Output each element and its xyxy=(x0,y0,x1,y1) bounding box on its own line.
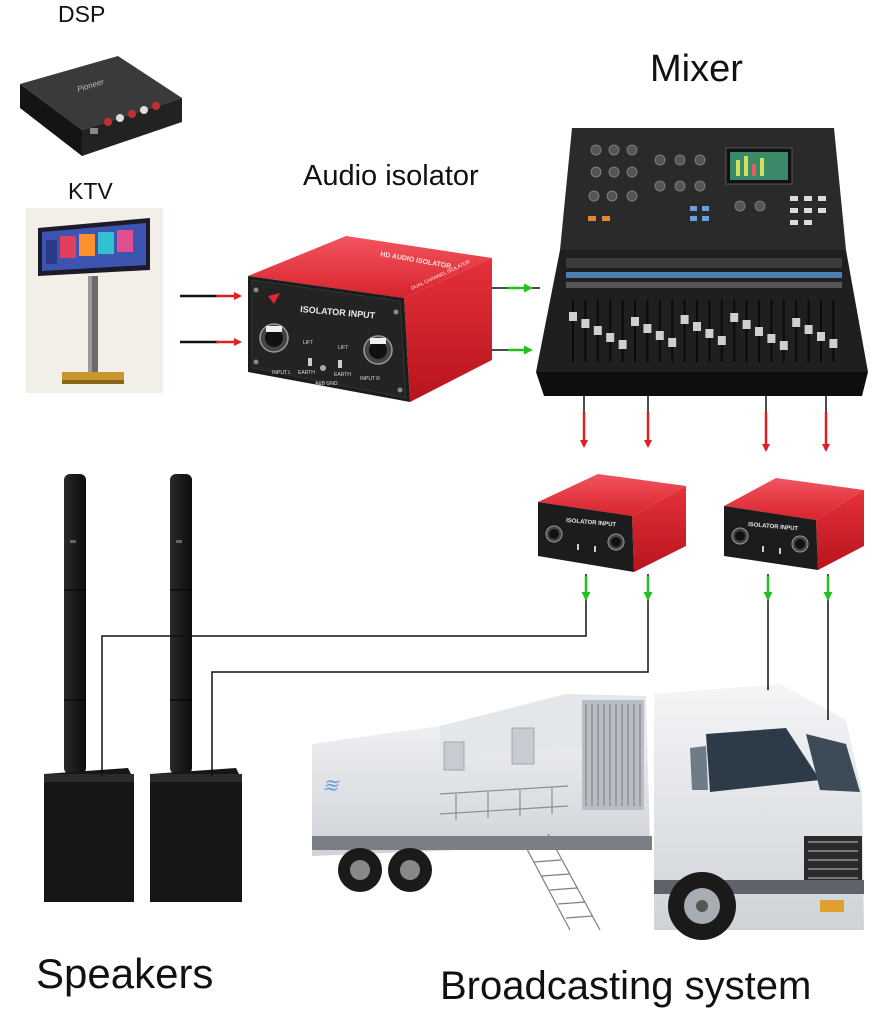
ktv-to-isolator-arrows xyxy=(180,292,242,346)
fader-cap xyxy=(705,329,714,338)
isolators-output-arrows xyxy=(581,576,833,601)
dsp-label: DSP xyxy=(58,1,106,27)
main-audio-isolator: ISOLATOR INPUT HD AUDIO ISOLATOR DUAL CH… xyxy=(248,236,492,402)
isolator-input-l: INPUT L xyxy=(272,370,291,376)
speaker-cables xyxy=(101,574,649,776)
ktv-device xyxy=(26,208,163,393)
fader-cap xyxy=(804,325,813,334)
speaker-left xyxy=(44,474,134,902)
fader-track xyxy=(720,300,723,362)
audio-isolator-label: Audio isolator xyxy=(303,160,479,192)
fader-cap xyxy=(593,326,602,335)
mixer-channel-strip-row xyxy=(566,258,842,288)
truck-railing xyxy=(439,785,569,820)
fader-track xyxy=(820,300,822,362)
speakers-label: Speakers xyxy=(36,950,214,997)
isolator-lift-left: LIFT xyxy=(303,340,313,346)
isolator-xlr-right xyxy=(363,335,393,365)
isolator-xlr-left xyxy=(259,323,289,353)
fader-cap xyxy=(817,332,825,341)
dsp-device: Pioneer xyxy=(20,56,182,156)
fader-cap xyxy=(767,334,776,343)
isolator-earth-right: EARTH xyxy=(334,372,351,378)
fader-cap xyxy=(779,341,788,350)
isolator-gnd: A&B GND xyxy=(315,381,338,387)
fader-track xyxy=(832,300,835,362)
small-isolator-right: ISOLATOR INPUT xyxy=(724,478,864,570)
fader-track xyxy=(795,300,798,362)
dsp-ports xyxy=(90,102,160,134)
fader-track xyxy=(745,300,748,362)
fader-cap xyxy=(606,333,615,342)
fader-cap xyxy=(693,322,701,331)
mixer-label: Mixer xyxy=(650,48,743,90)
mixer-screen xyxy=(725,147,793,185)
fader-cap xyxy=(742,320,751,329)
small-isolator-right-title: ISOLATOR INPUT xyxy=(748,522,799,532)
isolator-switches xyxy=(308,358,342,371)
fader-track xyxy=(770,300,773,362)
broadcast-truck: ≋ xyxy=(312,684,864,940)
broadcasting-system-label: Broadcasting system xyxy=(440,964,812,1008)
fader-track xyxy=(634,300,636,362)
fader-track xyxy=(782,300,785,362)
mixer-to-isolators-arrows xyxy=(580,412,830,452)
isolator-lift-right: LIFT xyxy=(338,345,348,351)
fader-cap xyxy=(829,339,838,348)
fader-track xyxy=(584,300,587,362)
mixer-knobs xyxy=(588,144,766,212)
fader-cap xyxy=(792,318,801,327)
truck-logo-mark: ≋ xyxy=(322,775,340,797)
fader-cap xyxy=(581,319,590,328)
speaker-right xyxy=(150,474,242,902)
fader-track xyxy=(621,300,624,362)
isolator-earth-left: EARTH xyxy=(298,370,315,376)
fader-cap xyxy=(643,324,652,333)
isolator-to-mixer-arrows xyxy=(508,283,533,355)
small-isolator-left-title: ISOLATOR INPUT xyxy=(566,518,617,528)
isolator-input-r: INPUT R xyxy=(360,376,380,382)
fader-cap xyxy=(717,336,726,345)
truck-vent xyxy=(582,700,644,810)
truck-wheels xyxy=(338,848,736,940)
fader-track xyxy=(671,300,674,362)
truck-cab xyxy=(654,684,864,930)
fader-cap xyxy=(668,338,677,347)
mixer-device xyxy=(536,128,868,396)
fader-cap xyxy=(618,340,627,349)
fader-track xyxy=(733,300,736,362)
fader-cap xyxy=(680,315,689,324)
ktv-screen-tiles xyxy=(46,230,133,264)
fader-track xyxy=(683,300,686,362)
fader-cap xyxy=(755,327,763,336)
fader-cap xyxy=(569,312,577,321)
fader-cap xyxy=(655,331,664,340)
fader-track xyxy=(609,300,612,362)
fader-cap xyxy=(730,313,739,322)
fader-cap xyxy=(631,317,639,326)
mixer-faders xyxy=(569,300,838,362)
isolator-logo xyxy=(268,293,280,304)
mixer-buttons xyxy=(588,196,826,225)
ktv-label: KTV xyxy=(68,178,113,204)
small-isolator-left: ISOLATOR INPUT xyxy=(538,474,686,572)
fader-track xyxy=(572,300,574,362)
